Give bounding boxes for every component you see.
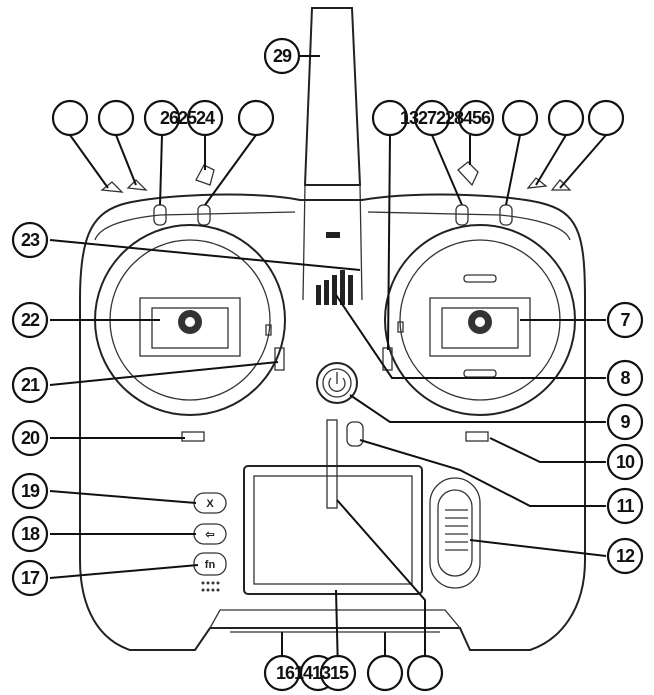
roller-wheel[interactable] xyxy=(429,477,481,589)
label-9: 9 xyxy=(620,412,630,432)
callout-1-left xyxy=(51,99,89,137)
label-bottom-overlap: 16141315 xyxy=(276,663,349,683)
callout-10 xyxy=(606,443,644,481)
center-vents xyxy=(316,232,353,305)
callout-19 xyxy=(11,472,49,510)
label-23: 23 xyxy=(21,230,40,250)
callout-23 xyxy=(11,221,49,259)
lcd-screen xyxy=(243,465,423,595)
callout-2-left xyxy=(97,99,135,137)
callout-labels: 29 262524 1327228456 7 8 9 10 11 12 23 2… xyxy=(21,46,636,683)
callout-20 xyxy=(11,419,49,457)
label-10: 10 xyxy=(616,452,635,472)
callout-5 xyxy=(501,99,539,137)
callout-24 xyxy=(237,99,275,137)
callout-25 xyxy=(186,99,224,137)
callout-17 xyxy=(11,559,49,597)
label-22: 22 xyxy=(21,310,40,330)
label-29: 29 xyxy=(273,46,292,66)
svg-text:fn: fn xyxy=(205,559,216,571)
callout-8 xyxy=(606,359,644,397)
callout-27 xyxy=(413,99,451,137)
bind-button[interactable] xyxy=(346,421,364,447)
callout-blank-1 xyxy=(366,654,404,692)
callout-12 xyxy=(606,537,644,575)
callout-9 xyxy=(606,403,644,441)
callout-21 xyxy=(11,366,49,404)
callout-6b xyxy=(587,99,625,137)
label-top-right-overlap: 1327228456 xyxy=(400,108,491,128)
callout-26 xyxy=(143,99,181,137)
speaker-dots xyxy=(201,581,220,592)
callout-18 xyxy=(11,515,49,553)
leader-lines xyxy=(49,55,607,673)
right-gimbal[interactable] xyxy=(382,224,576,442)
callout-13 xyxy=(371,99,409,137)
callout-22 xyxy=(11,301,49,339)
callout-15 xyxy=(319,654,357,692)
label-17: 17 xyxy=(21,568,40,588)
label-7: 7 xyxy=(620,310,630,330)
label-11: 11 xyxy=(616,496,634,516)
left-trim-vertical[interactable] xyxy=(274,347,285,371)
left-gimbal[interactable] xyxy=(94,224,286,442)
label-18: 18 xyxy=(21,524,40,544)
callout-29 xyxy=(263,37,301,75)
label-12: 12 xyxy=(616,546,635,566)
label-21: 21 xyxy=(21,375,40,395)
power-icon xyxy=(328,377,346,392)
label-20: 20 xyxy=(21,428,40,448)
antenna xyxy=(302,7,363,301)
callout-7 xyxy=(606,301,644,339)
svg-text:X: X xyxy=(206,498,214,510)
label-top-left-overlap: 262524 xyxy=(160,108,215,128)
power-button[interactable] xyxy=(316,362,358,404)
label-8: 8 xyxy=(620,368,630,388)
left-trim-horizontal[interactable] xyxy=(181,431,205,442)
charge-port xyxy=(326,419,338,509)
callout-28 xyxy=(457,99,495,137)
svg-text:⇦: ⇦ xyxy=(204,529,214,541)
clear-button[interactable]: X xyxy=(193,492,227,514)
callout-blank-2 xyxy=(406,654,444,692)
back-button[interactable]: ⇦ xyxy=(193,523,227,545)
right-trim-horizontal[interactable] xyxy=(465,431,489,442)
function-button[interactable]: fn xyxy=(193,552,227,576)
callout-circles xyxy=(11,37,644,692)
callout-11 xyxy=(606,487,644,525)
label-19: 19 xyxy=(21,481,40,501)
callout-16 xyxy=(263,654,301,692)
callout-6 xyxy=(547,99,585,137)
